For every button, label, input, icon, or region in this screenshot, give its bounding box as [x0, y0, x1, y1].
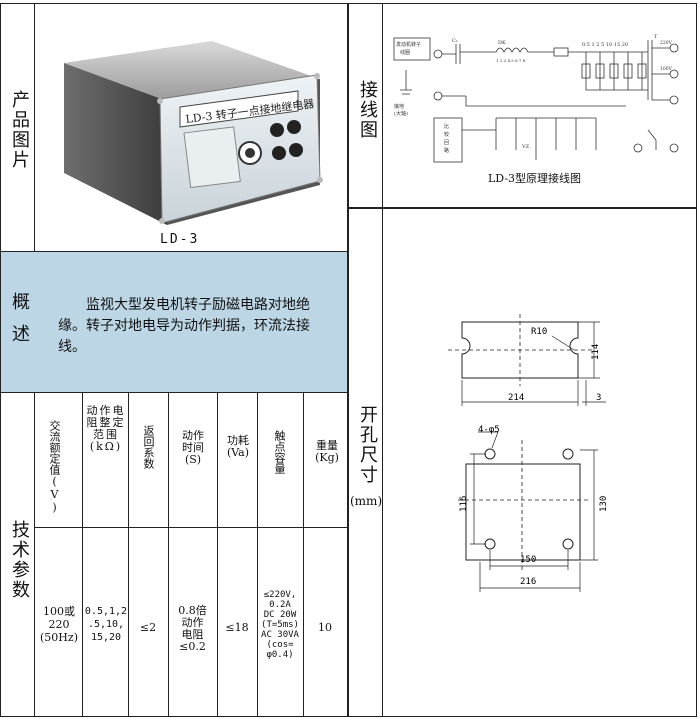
wiring-cmp-3: 回 [444, 140, 449, 146]
value-contact-7: φ0.4) [266, 650, 294, 660]
value-contact-5: AC 30VA [261, 630, 299, 640]
cutout-holes: 4-φ5 [478, 425, 500, 435]
center-divider [347, 3, 349, 717]
param-col-4 [217, 393, 218, 716]
value-rated-2: 220 [48, 618, 70, 631]
cutout-150: 150 [520, 555, 536, 565]
wiring-cmp-4: 路 [444, 147, 449, 154]
value-resistance-1: 0.5,1,2 [84, 606, 128, 617]
wiring-c1: C₁ [452, 38, 458, 44]
wiring-100v: 100V [660, 66, 673, 72]
overview-text: 监视大型发电机转子励磁电路对地绝缘。转子对地电导为动作判据，环流法接线。 [58, 297, 310, 355]
wiring-gen-label-2: 线圈 [400, 49, 410, 56]
wiring-gnd-label-1: 接地 [394, 103, 404, 110]
value-time-1: 0.8倍 [178, 604, 207, 617]
header-rated-value: 交流额定值(V) [48, 420, 61, 514]
label-wiring: 接线图 [357, 80, 378, 140]
cutout-216: 216 [520, 577, 536, 587]
value-contact-6: (cos= [266, 640, 294, 650]
value-time-4: ≤0.2 [179, 640, 206, 653]
value-resistance-2: .5,10, [87, 619, 125, 630]
param-col-3 [168, 393, 169, 716]
header-action-time: 动作时间(S) [182, 429, 204, 466]
wiring-caption: LD-3型原理接线图 [488, 172, 582, 185]
value-return: ≤2 [139, 621, 157, 634]
value-contact-3: DC 20W [263, 610, 297, 620]
value-time-2: 动作 [181, 616, 204, 629]
label-product-image: 产品图片 [9, 90, 30, 170]
wiring-taps: 1 2 3 4 5 6 7 8 [496, 58, 526, 63]
cutout-drawing-top: R10 114 214 3 [448, 314, 606, 406]
cutout-214: 214 [508, 393, 524, 403]
wiring-gnd-label-2: (大轴) [394, 110, 408, 117]
wiring-t: T [654, 34, 658, 40]
header-resistance-range: 动作电阻整定范围(kΩ) [86, 404, 126, 453]
right-label-divider [382, 3, 383, 717]
value-rated-3: (50Hz) [40, 631, 78, 644]
row-divider-3 [34, 527, 348, 528]
value-contact-4: (T=5ms) [261, 620, 299, 630]
wiring-220v: 220V [660, 40, 673, 46]
cutout-130: 130 [599, 496, 609, 512]
right-row-divider [348, 207, 697, 209]
param-col-2 [128, 393, 129, 716]
wiring-diagram: 发动机转子 线圈 接地 (大轴) DK C₁ 1 2 3 4 5 6 7 8 0… [393, 34, 679, 163]
wiring-vz: VZ [521, 144, 530, 150]
value-resistance-3: 15,20 [90, 632, 122, 643]
header-power: 功耗(Va) [226, 434, 250, 459]
label-overview: 概述 [9, 292, 30, 356]
product-model-caption: LD-3 [160, 232, 200, 247]
cutout-drawing-bottom: 4-φ5 116 130 150 216 [458, 425, 609, 592]
overview-background [1, 252, 347, 392]
cutout-114: 114 [591, 344, 601, 360]
border-left [0, 3, 1, 717]
row-divider-1 [0, 251, 348, 252]
value-contact-1: ≤220V, [263, 590, 297, 600]
param-col-5 [257, 393, 258, 716]
wiring-dk: DK [498, 40, 506, 46]
label-tech-params: 技术参数 [9, 520, 30, 600]
param-col-1 [82, 393, 83, 716]
header-contact-capacity: 触点容量 [273, 430, 286, 474]
param-col-6 [303, 393, 304, 716]
wiring-gen-label-1: 发动机转子 [396, 41, 421, 48]
value-power: ≤18 [225, 621, 249, 634]
wiring-cmp-1: 比 [444, 123, 449, 130]
value-rated-1: 100或 [43, 605, 75, 618]
wiring-cmp-2: 较 [444, 131, 449, 138]
value-weight: 10 [318, 621, 332, 634]
wiring-nums: 0.5 1 2 5 10 15 20 [582, 42, 628, 48]
row-divider-2 [0, 392, 348, 393]
value-time-3: 电阻 [181, 628, 204, 641]
label-cutout-unit: (mm) [350, 494, 383, 508]
label-cutout: 开孔尺寸 [357, 405, 378, 485]
product-photo: LD-3 转子一点接地继电器 [62, 35, 332, 225]
header-return-coefficient: 返回系数 [142, 425, 155, 469]
value-contact-2: 0.2A [269, 600, 291, 610]
border-right [696, 3, 697, 717]
cutout-r10: R10 [531, 327, 547, 337]
header-weight: 重量(Kg) [315, 439, 339, 464]
cutout-116: 116 [459, 496, 469, 512]
cutout-3: 3 [596, 393, 601, 403]
